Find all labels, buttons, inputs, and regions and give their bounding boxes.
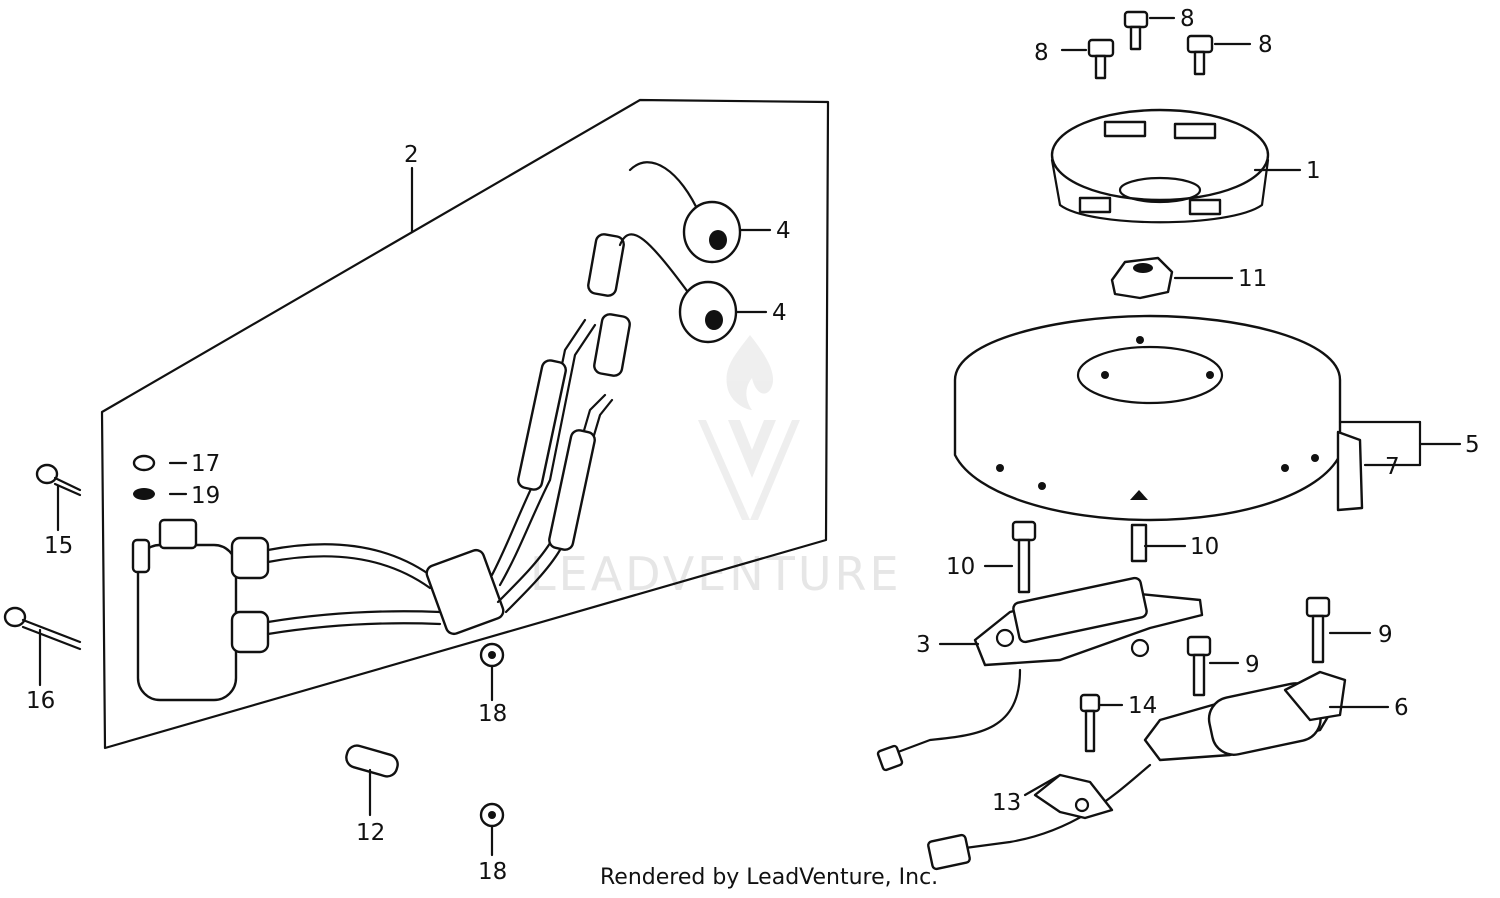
callout-8-left: 8 [1034, 40, 1049, 66]
bolt-10-left [1011, 520, 1037, 594]
bolt-right [1186, 34, 1214, 76]
pulser-coil [876, 576, 1204, 772]
bolt-9-lower [1186, 635, 1212, 697]
nut-18-lower [479, 802, 505, 828]
callout-16: 16 [26, 688, 55, 714]
callout-3: 3 [916, 632, 931, 658]
callout-4-lower: 4 [772, 300, 787, 326]
callout-5: 5 [1465, 432, 1480, 458]
callout-8-right: 8 [1258, 32, 1273, 58]
starter-pulley [1050, 108, 1270, 224]
callout-15: 15 [44, 533, 73, 559]
watermark-logo [698, 335, 800, 520]
flywheel-nut [1110, 256, 1174, 300]
high-tension-wires [266, 161, 702, 636]
bolt-9-upper [1305, 596, 1331, 664]
bolt-top [1123, 10, 1149, 51]
ignition-coil-panel [100, 98, 830, 750]
callout-4-upper: 4 [776, 218, 791, 244]
callout-17: 17 [191, 451, 220, 477]
callout-7: 7 [1385, 454, 1400, 480]
charge-coil [927, 670, 1347, 871]
flywheel [953, 314, 1342, 522]
render-credit: Rendered by LeadVenture, Inc. [600, 865, 938, 890]
leader-lines [38, 16, 1462, 857]
callout-18-lower: 18 [478, 859, 507, 885]
bolt-15 [35, 463, 82, 497]
callout-12: 12 [356, 820, 385, 846]
bolt-16 [3, 606, 82, 651]
spark-plug-cap-lower [678, 280, 738, 344]
callout-14: 14 [1128, 693, 1157, 719]
screw-14 [1079, 693, 1101, 753]
bolt-left [1087, 38, 1115, 80]
sleeve-12 [345, 744, 399, 778]
spark-plug-cap-upper [682, 200, 742, 264]
callout-13: 13 [992, 790, 1021, 816]
callout-18-upper: 18 [478, 701, 507, 727]
callout-1: 1 [1306, 158, 1321, 184]
callout-11: 11 [1238, 266, 1267, 292]
ignition-coil [131, 518, 270, 702]
callout-19: 19 [191, 483, 220, 509]
callout-9-lower: 9 [1245, 652, 1260, 678]
nut-18-upper [479, 642, 505, 668]
washer-19 [133, 488, 155, 500]
callouts: 1 2 3 4 4 5 6 7 8 8 8 9 9 10 10 11 12 13… [26, 6, 1480, 885]
callout-10-center: 10 [1190, 534, 1219, 560]
bolt-10-center [1130, 490, 1148, 563]
callout-6: 6 [1394, 695, 1409, 721]
callout-9-upper: 9 [1378, 622, 1393, 648]
callout-8-top: 8 [1180, 6, 1195, 32]
callout-10-left: 10 [946, 554, 975, 580]
watermark-text: LEADVENTURE [530, 547, 902, 601]
callout-2: 2 [404, 142, 419, 168]
flywheel-key [1336, 430, 1364, 512]
nut-17 [132, 454, 156, 472]
